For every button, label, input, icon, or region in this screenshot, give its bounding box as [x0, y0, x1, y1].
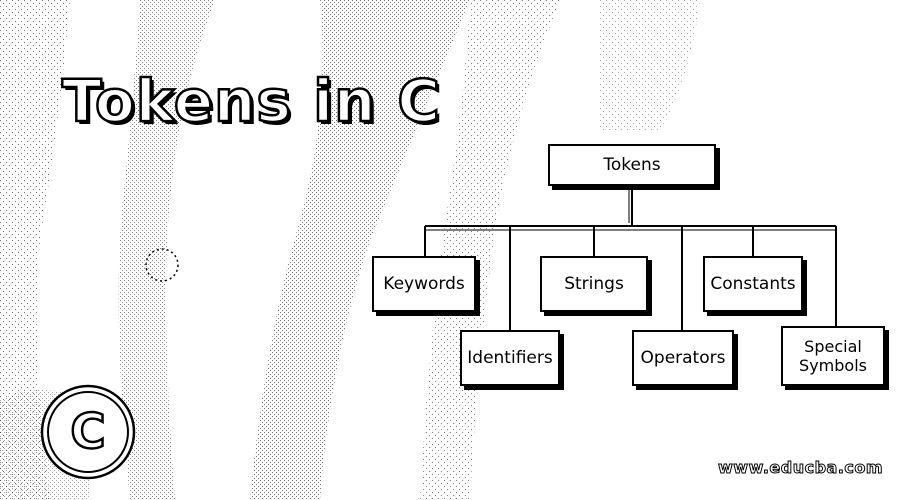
logo-letter: C [70, 404, 105, 460]
node-root-tokens: Tokens [548, 144, 716, 186]
c-logo-icon: C [40, 384, 136, 480]
node-operators: Operators [632, 330, 734, 386]
node-constants: Constants [703, 256, 803, 312]
page-title: Tokens in C [61, 67, 442, 135]
node-keywords: Keywords [372, 256, 476, 312]
watermark-url: www.educba.com [717, 458, 884, 478]
node-strings: Strings [540, 256, 648, 312]
node-identifiers: Identifiers [460, 330, 560, 386]
